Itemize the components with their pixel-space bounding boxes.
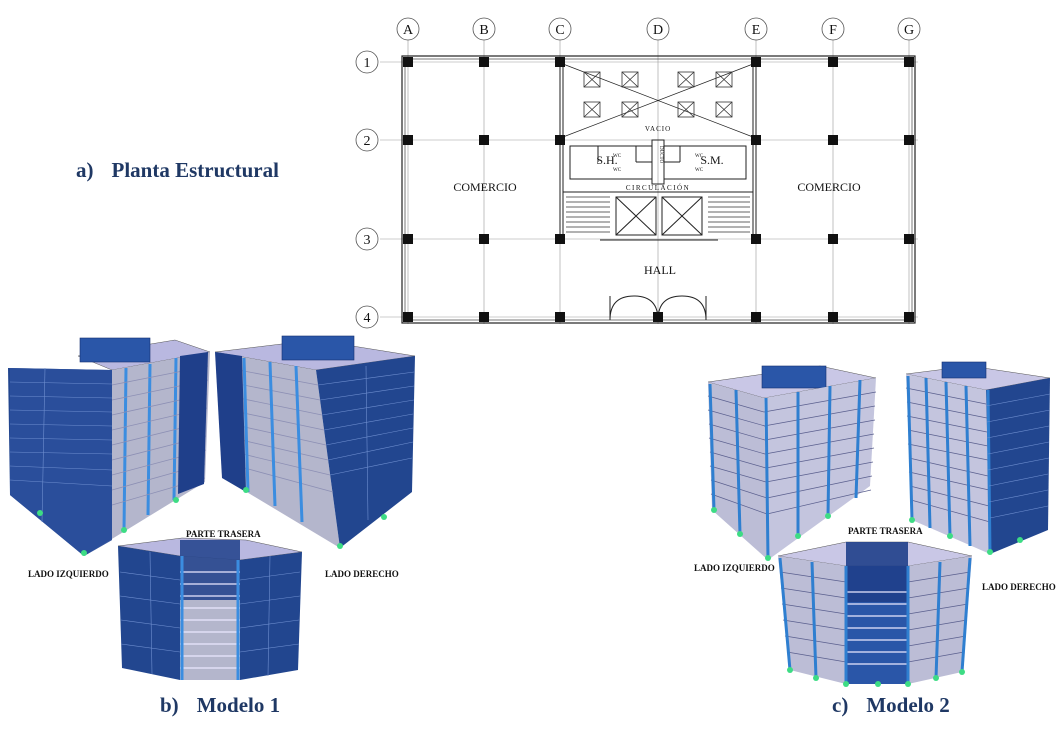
model-1-right-label: LADO DERECHO [325,569,399,579]
model-2-left-label: LADO IZQUIERDO [694,563,775,573]
axis-label-e: E [752,23,761,38]
model-1-right-view [214,335,416,549]
axis-label-g: G [904,23,914,38]
room-label-wc-4: WC [695,168,704,173]
model-1-left-view [8,337,211,556]
model-1: LADO IZQUIERDO LADO DERECHO PARTE TRASER… [8,335,416,680]
room-label-hall: HALL [644,263,676,277]
room-label-ducto: DUCTO [658,146,663,164]
void-openings [583,71,733,118]
model-1-left-label: LADO IZQUIERDO [28,569,109,579]
axis-label-b: B [479,23,488,38]
room-label-sh: S.H. [596,153,617,167]
core-walls [559,62,757,321]
axis-labels: A B C D E F G 1 2 3 4 [364,23,915,326]
room-label-void: VACIO [645,125,671,133]
stairs [566,196,750,233]
room-label-wc-3: WC [695,154,704,159]
axis-label-3: 3 [364,233,371,248]
axis-label-1: 1 [364,56,371,71]
room-label-wc-2: WC [613,168,622,173]
model-1-back-view [117,537,303,680]
axis-label-a: A [403,23,414,38]
caption-plan: a)Planta Estructural [76,158,279,182]
model-1-labels: LADO IZQUIERDO LADO DERECHO PARTE TRASER… [28,529,399,579]
model-2-left-view [707,365,877,561]
floor-plan: A B C D E F G 1 2 3 4 COMERCIO COMERCIO … [355,17,921,329]
caption-model-2: c)Modelo 2 [832,693,950,717]
plan-columns [403,57,914,322]
axis-label-2: 2 [364,134,371,149]
room-label-sm: S.M. [700,153,723,167]
room-label-circulation: CIRCULACIÓN [626,184,690,192]
model-2-right-label: LADO DERECHO [982,582,1056,592]
caption-model-1: b)Modelo 1 [160,693,281,717]
outer-wall [401,55,916,324]
model-2-back-label: PARTE TRASERA [848,526,923,536]
model-2: LADO IZQUIERDO LADO DERECHO PARTE TRASER… [694,361,1056,687]
axis-label-d: D [653,23,663,38]
room-label-commerce-right: COMERCIO [797,180,861,194]
model-2-labels: LADO IZQUIERDO LADO DERECHO PARTE TRASER… [694,526,1056,592]
axis-label-c: C [555,23,564,38]
room-label-wc-1: WC [613,154,622,159]
axis-label-f: F [829,23,837,38]
model-1-back-label: PARTE TRASERA [186,529,261,539]
model-2-back-view [777,541,973,687]
room-labels: COMERCIO COMERCIO HALL VACIO CIRCULACIÓN… [453,125,861,277]
axis-label-4: 4 [364,311,371,326]
model-2-right-view [905,361,1051,555]
room-label-commerce-left: COMERCIO [453,180,517,194]
axis-bubbles [355,17,921,329]
